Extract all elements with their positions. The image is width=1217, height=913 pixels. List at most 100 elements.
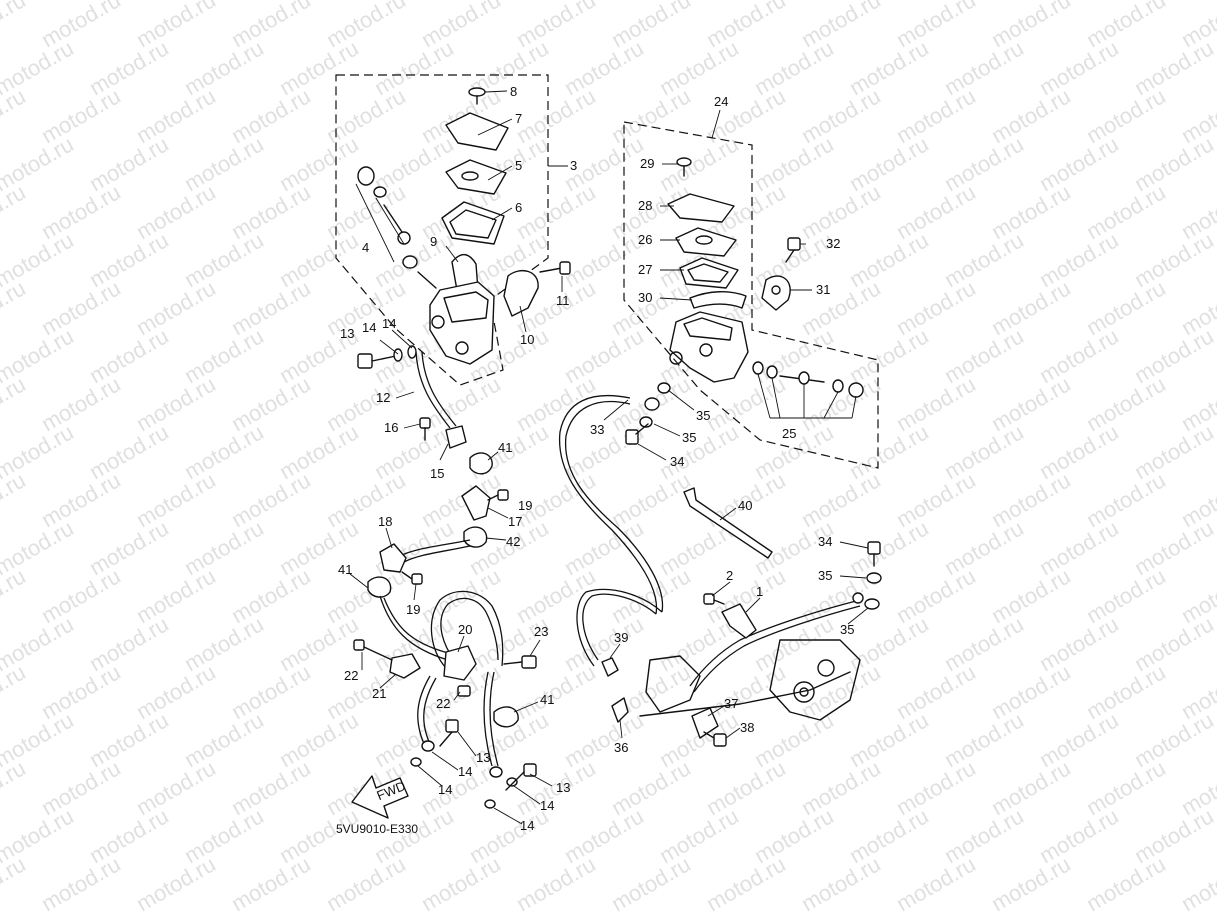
watermark-text: motod.ru [512, 659, 600, 724]
callout-25: 25 [782, 426, 796, 441]
watermark-text: motod.ru [607, 467, 695, 532]
watermark-text: motod.ru [987, 563, 1075, 628]
rear-hose-right-icon [689, 599, 861, 693]
watermark-text: motod.ru [1082, 275, 1170, 340]
watermark-text: motod.ru [0, 659, 30, 724]
watermark-text: motod.ru [1082, 83, 1170, 148]
watermark-text: motod.ru [322, 467, 410, 532]
reservoir-cap-7-icon [445, 112, 509, 151]
watermark-text: motod.ru [0, 0, 30, 52]
watermark-text: motod.ru [987, 275, 1075, 340]
washer-35a-icon [644, 397, 660, 411]
watermark-text: motod.ru [0, 179, 30, 244]
callout-labels: 8 7 5 3 6 9 4 11 10 13 14 14 12 16 15 41… [338, 84, 854, 833]
callout-38: 38 [740, 720, 754, 735]
watermark-text: motod.ru [37, 851, 125, 913]
callout-34a: 34 [670, 454, 684, 469]
callout-26: 26 [638, 232, 652, 247]
diaphragm-6-icon [441, 201, 505, 245]
holder-10-icon [503, 269, 539, 317]
leader-lines [349, 90, 869, 825]
watermark-text: motod.ru [132, 563, 220, 628]
watermark-text: motod.ru [987, 467, 1075, 532]
cable-tie-40-icon [683, 487, 773, 559]
callout-32: 32 [826, 236, 840, 251]
watermark-text: motod.ru [227, 371, 315, 436]
diaphragm-plate-5-icon [445, 159, 507, 195]
callout-14f: 14 [520, 818, 534, 833]
watermark-text: motod.ru [0, 275, 30, 340]
watermark-text: motod.ru [37, 83, 125, 148]
watermark-text: motod.ru [987, 371, 1075, 436]
callout-40: 40 [738, 498, 752, 513]
rear-master-cylinder-boundary [623, 121, 879, 469]
watermark-text: motod.ru [892, 755, 980, 820]
watermark-text: motod.ru [797, 659, 885, 724]
piston-kit-25-icon [752, 361, 864, 419]
watermark-text: motod.ru [1082, 371, 1170, 436]
watermark-text: motod.ru [987, 83, 1075, 148]
brake-hose-12-icon [415, 351, 457, 429]
rear-caliper-icon [793, 659, 835, 703]
callout-41a: 41 [498, 440, 512, 455]
callout-19b: 19 [406, 602, 420, 617]
lower-hose-icon [379, 595, 453, 661]
rear-hose-lower-icon [576, 588, 663, 667]
callout-31: 31 [816, 282, 830, 297]
clamp-41c-icon [493, 706, 519, 728]
callout-5: 5 [515, 158, 522, 173]
watermark-text: motod.ru [702, 659, 790, 724]
callout-35a: 35 [696, 408, 710, 423]
clamp-41b-icon [367, 576, 392, 598]
watermark-text: motod.ru [0, 83, 30, 148]
callout-14c: 14 [458, 764, 472, 779]
rear-brake-hose-33-icon [558, 394, 664, 615]
callout-10: 10 [520, 332, 534, 347]
callout-18: 18 [378, 514, 392, 529]
bolt-16-icon [419, 417, 431, 441]
watermark-text: motod.ru [1082, 755, 1170, 820]
watermark-text: motod.ru [322, 83, 410, 148]
callout-8: 8 [510, 84, 517, 99]
watermark-text: motod.ru [1082, 467, 1170, 532]
watermark-text: motod.ru [987, 851, 1075, 913]
watermark-text: motod.ru [322, 563, 410, 628]
hose-loop-icon [399, 539, 471, 563]
bolt-11-icon [539, 261, 571, 275]
callout-19a: 19 [518, 498, 532, 513]
grommet-39-icon [601, 657, 619, 677]
joint-17-icon [461, 485, 491, 521]
bolt-22b-icon [457, 685, 471, 697]
watermark-text: motod.ru [227, 179, 315, 244]
watermark-text: motod.ru [1177, 851, 1217, 913]
callout-12: 12 [376, 390, 390, 405]
watermark-text: motod.ru [512, 83, 600, 148]
bracket-21-icon [389, 653, 421, 679]
callout-9: 9 [430, 234, 437, 249]
float-30-icon [689, 291, 747, 309]
watermark-text: motod.ru [0, 371, 30, 436]
watermark-text: motod.ru [0, 467, 30, 532]
junction-block-icon [443, 645, 477, 681]
watermark-text: motod.ru [892, 371, 980, 436]
watermark-text: motod.ru [892, 179, 980, 244]
watermark-text: motod.ru [0, 755, 30, 820]
lower-union-right-icon [484, 763, 537, 809]
callout-36: 36 [614, 740, 628, 755]
watermark-text: motod.ru [227, 851, 315, 913]
brake-hose-20-icon [430, 590, 504, 669]
callout-4: 4 [362, 240, 369, 255]
watermark-text: motod.ru [1082, 851, 1170, 913]
watermark-text: motod.ru [892, 851, 980, 913]
watermark-text: motod.ru [37, 563, 125, 628]
callout-28: 28 [638, 198, 652, 213]
callout-17: 17 [508, 514, 522, 529]
callout-22a: 22 [344, 668, 358, 683]
watermark-text: motod.ru [132, 755, 220, 820]
watermark-text: motod.ru [322, 179, 410, 244]
washer-35b-icon [657, 382, 671, 394]
callout-41b: 41 [338, 562, 352, 577]
watermark-text: motod.ru [987, 755, 1075, 820]
